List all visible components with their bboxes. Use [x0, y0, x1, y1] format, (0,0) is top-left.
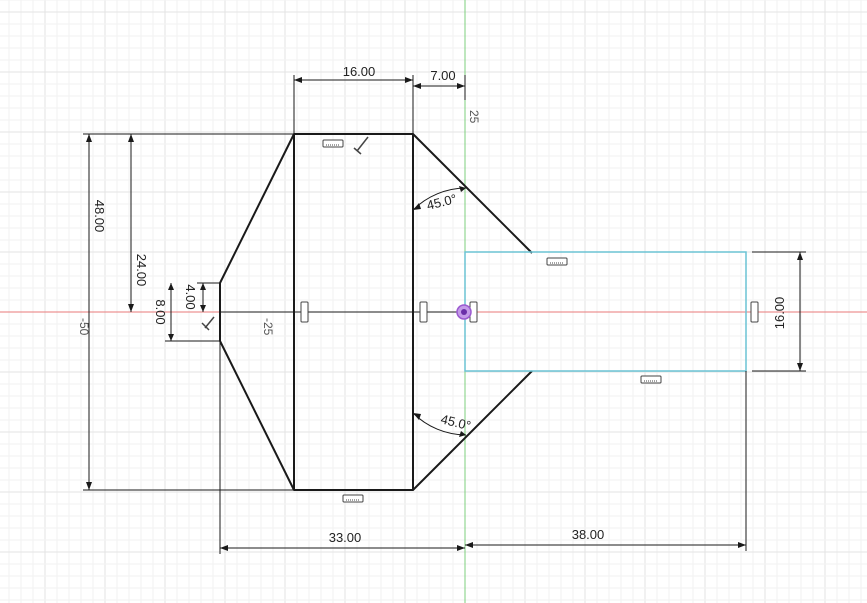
dim-height-16-label[interactable]: 16.00	[772, 297, 787, 330]
horizontal-constraint-icon[interactable]	[322, 139, 344, 148]
dim-height-24-label[interactable]: 24.00	[134, 254, 149, 287]
angle-upper[interactable]: 45.0°	[412, 186, 467, 213]
dim-height-8-label[interactable]: 8.00	[153, 299, 168, 324]
dim-width-16-label[interactable]: 16.00	[343, 64, 376, 79]
dim-width-38[interactable]: 38.00	[465, 371, 747, 551]
dim-width-33-label[interactable]: 33.00	[329, 530, 362, 545]
upper-chamfer-line[interactable]	[412, 133, 533, 254]
horizontal-constraint-icon[interactable]	[640, 375, 662, 384]
dim-width-7[interactable]: 7.00	[413, 68, 466, 100]
angle-upper-label[interactable]: 45.0°	[425, 191, 458, 213]
axis-tick-25: 25	[467, 110, 481, 124]
lower-chamfer-line[interactable]	[412, 370, 533, 491]
axis-tick-neg25: -25	[261, 318, 275, 336]
vertical-constraint-icon[interactable]	[300, 301, 309, 323]
dim-height-8[interactable]: 8.00	[153, 283, 220, 342]
origin-icon[interactable]	[456, 304, 472, 320]
dim-height-48-label[interactable]: 48.00	[92, 200, 107, 233]
perpendicular-constraint-icon[interactable]	[353, 136, 369, 155]
dim-width-16[interactable]: 16.00	[293, 64, 414, 134]
dim-height-16[interactable]: 16.00	[752, 251, 806, 372]
horizontal-constraint-icon[interactable]	[342, 494, 364, 503]
dim-height-24[interactable]: 24.00	[128, 134, 149, 312]
dim-width-38-label[interactable]: 38.00	[572, 527, 605, 542]
dim-height-4[interactable]: 4.00	[183, 282, 220, 312]
angle-lower[interactable]: 45.0°	[412, 411, 473, 437]
dim-width-7-label[interactable]: 7.00	[430, 68, 455, 83]
horizontal-constraint-icon[interactable]	[546, 257, 568, 266]
vertical-constraint-icon[interactable]	[419, 301, 428, 323]
vertical-constraint-icon[interactable]	[750, 301, 759, 323]
dim-height-48[interactable]: 48.00	[83, 133, 294, 491]
dim-height-4-label[interactable]: 4.00	[183, 284, 198, 309]
perpendicular-constraint-icon[interactable]	[201, 316, 215, 331]
angle-lower-label[interactable]: 45.0°	[439, 411, 472, 433]
dim-width-33[interactable]: 33.00	[219, 341, 465, 554]
axis-tick-neg50: -50	[77, 318, 91, 336]
